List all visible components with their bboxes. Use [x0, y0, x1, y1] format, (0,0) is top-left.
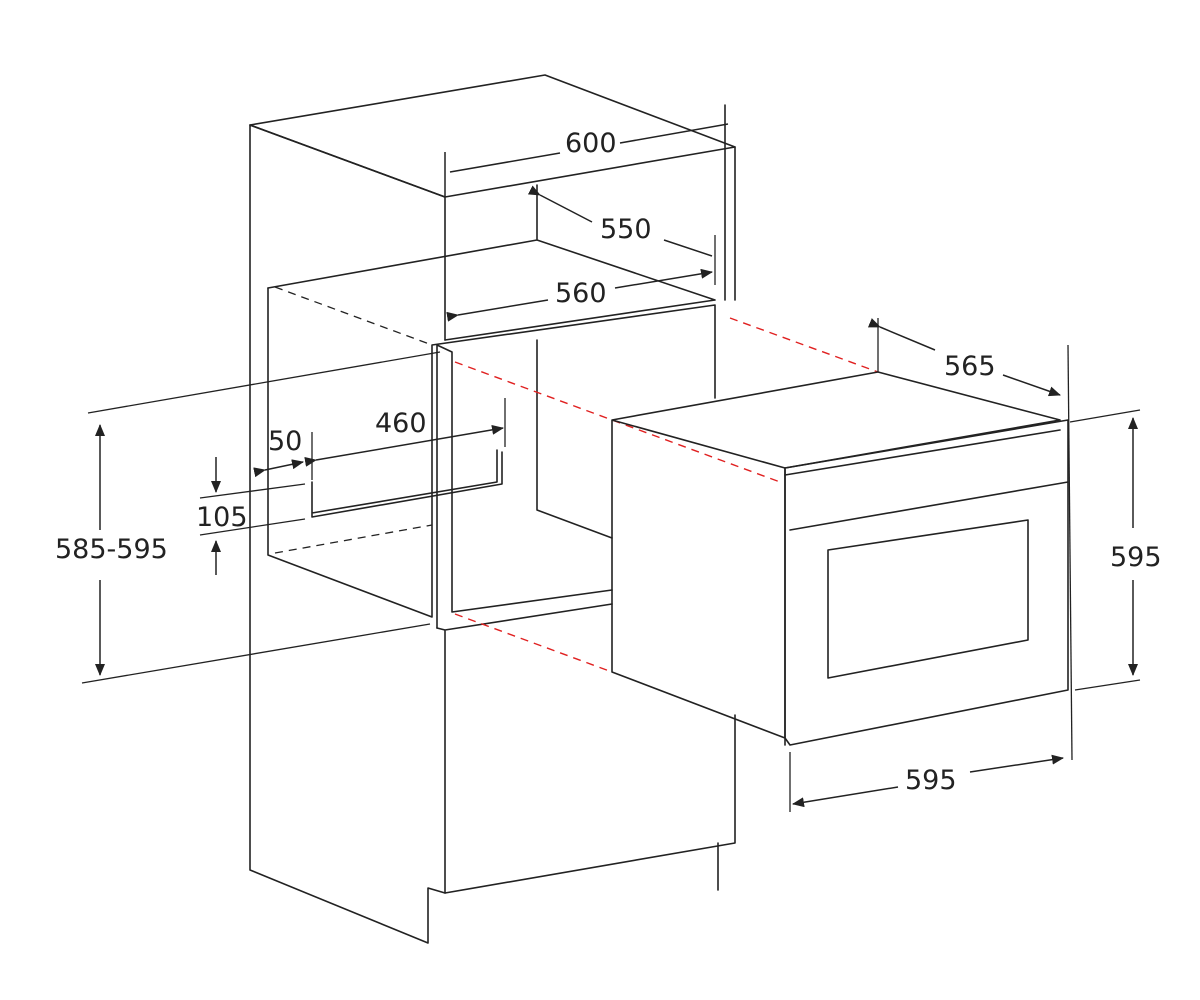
oven: [611, 344, 1073, 761]
dim-line-560-b: [614, 268, 713, 289]
dim-line-565-b: [1002, 374, 1061, 397]
cabinet: [249, 74, 736, 944]
oven-control-strip: [784, 429, 1069, 531]
dim-label-600: 600: [565, 128, 617, 159]
hidden-edge-bottom: [274, 524, 433, 554]
dim-label-105: 105: [196, 502, 248, 533]
dim-line-600: [444, 123, 729, 197]
cabinet-left-panel: [249, 124, 446, 944]
dim-line-560: [446, 299, 549, 322]
dim-label-565: 565: [944, 351, 996, 382]
projection-line-bottom: [454, 613, 613, 673]
dim-line-460: [304, 424, 504, 467]
dim-label-550: 550: [600, 214, 652, 245]
dim-label-585-595: 585-595: [55, 534, 168, 565]
dim-ext-595-vertical: [1069, 409, 1141, 691]
projection-line-top-back: [729, 317, 879, 373]
dim-label-50: 50: [268, 426, 302, 457]
oven-front-panel: [784, 419, 1069, 746]
dim-line-595-horizontal-b: [969, 754, 1064, 773]
hidden-edge-top: [274, 286, 433, 346]
dim-line-565: [867, 318, 936, 351]
oven-door-window: [827, 519, 1029, 679]
dim-line-50: [253, 459, 304, 478]
ventilation-cutout: [311, 449, 503, 518]
dim-ext-105: [199, 483, 306, 536]
oven-side-edge: [1067, 344, 1073, 761]
dim-ext-585-595: [81, 351, 441, 684]
dimension-lines: 600 550 560 565 460 50 105 585-595: [55, 123, 1162, 812]
upper-shelf: [267, 184, 716, 341]
oven-body: [611, 371, 1061, 746]
dim-line-595-horizontal: [792, 786, 899, 808]
lower-cabinet: [436, 603, 736, 894]
dim-line-550: [540, 195, 713, 257]
niche-opening: [267, 287, 716, 629]
dim-label-595-horizontal: 595: [905, 765, 957, 796]
dim-label-560: 560: [555, 278, 607, 309]
dim-label-460: 460: [375, 408, 427, 439]
cabinet-front-edge: [444, 104, 736, 341]
dim-label-595-vertical: 595: [1110, 542, 1162, 573]
